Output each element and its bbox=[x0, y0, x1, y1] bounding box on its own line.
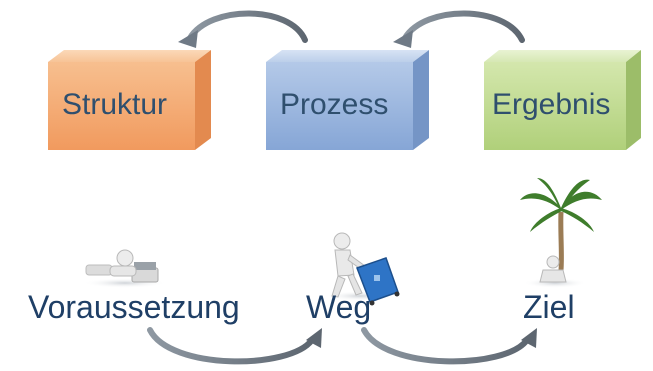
arrow-head-bottom-left bbox=[306, 328, 322, 348]
box-prozess bbox=[266, 50, 429, 150]
arrow-voraussetzung-to-weg bbox=[147, 327, 315, 365]
arrow-head-bottom-right bbox=[521, 328, 537, 348]
box-struktur bbox=[48, 50, 211, 150]
label-voraussetzung: Voraussetzung bbox=[28, 289, 240, 325]
arrow-prozess-to-struktur bbox=[187, 10, 308, 43]
arrow-weg-to-ziel bbox=[361, 327, 530, 365]
arrow-ergebnis-to-prozess bbox=[402, 10, 525, 43]
label-prozess: Prozess bbox=[280, 88, 389, 121]
label-ziel: Ziel bbox=[523, 289, 575, 325]
box-ergebnis bbox=[484, 50, 641, 150]
person-lying-on-laptop-icon bbox=[83, 249, 167, 288]
label-struktur: Struktur bbox=[62, 88, 168, 121]
person-under-palm-tree-icon bbox=[520, 178, 602, 288]
arrow-head-left-top bbox=[178, 30, 198, 48]
arrow-head-right-top bbox=[393, 30, 413, 48]
person-walking-with-suitcase-icon bbox=[326, 232, 400, 306]
label-ergebnis: Ergebnis bbox=[492, 88, 611, 121]
label-weg: Weg bbox=[306, 289, 372, 325]
